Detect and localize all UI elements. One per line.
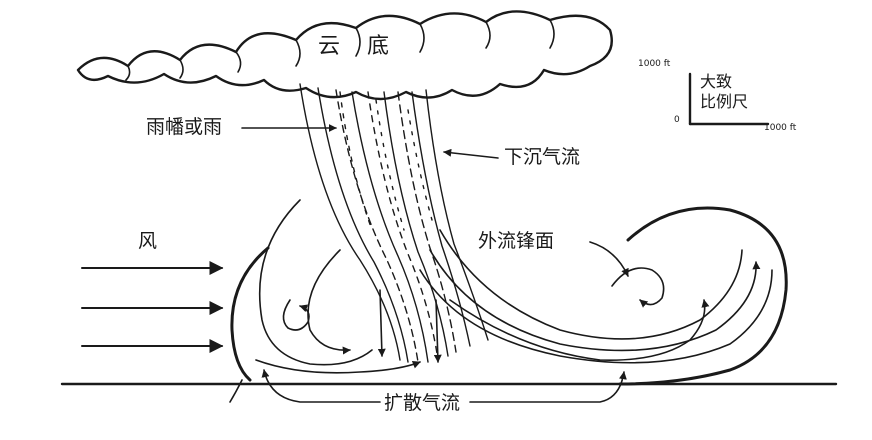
scale-horizontal-tick: 1000 ft <box>764 123 797 133</box>
rain-shaft <box>299 83 489 363</box>
cloud-base-label: 云 底 <box>318 34 399 59</box>
left-gust-front <box>230 246 270 382</box>
scale-origin: 0 <box>674 115 680 125</box>
diverging-flow-label: 扩散气流 <box>384 392 461 414</box>
wind-label: 风 <box>138 230 158 252</box>
wind-arrows <box>81 261 224 353</box>
scale-vertical-tick: 1000 ft <box>638 59 671 69</box>
scale-bar <box>688 72 770 126</box>
diverging-flow-leader-right <box>469 371 627 403</box>
diverging-flow-leader-left <box>261 369 381 403</box>
rain-shaft-label: 雨幡或雨 <box>146 116 223 138</box>
gust-front-curve <box>618 206 788 386</box>
scale-title-line2: 比例尺 <box>700 92 749 111</box>
gust-front-label: 外流锋面 <box>478 230 555 252</box>
downdraft-label: 下沉气流 <box>504 146 581 168</box>
gust-front-leader <box>589 241 629 277</box>
downdraft-leader <box>443 148 499 159</box>
left-curls <box>255 199 421 374</box>
scale-title-line1: 大致 <box>700 72 733 91</box>
cloud-base-outline <box>76 10 613 101</box>
outflow-lines <box>419 229 773 364</box>
